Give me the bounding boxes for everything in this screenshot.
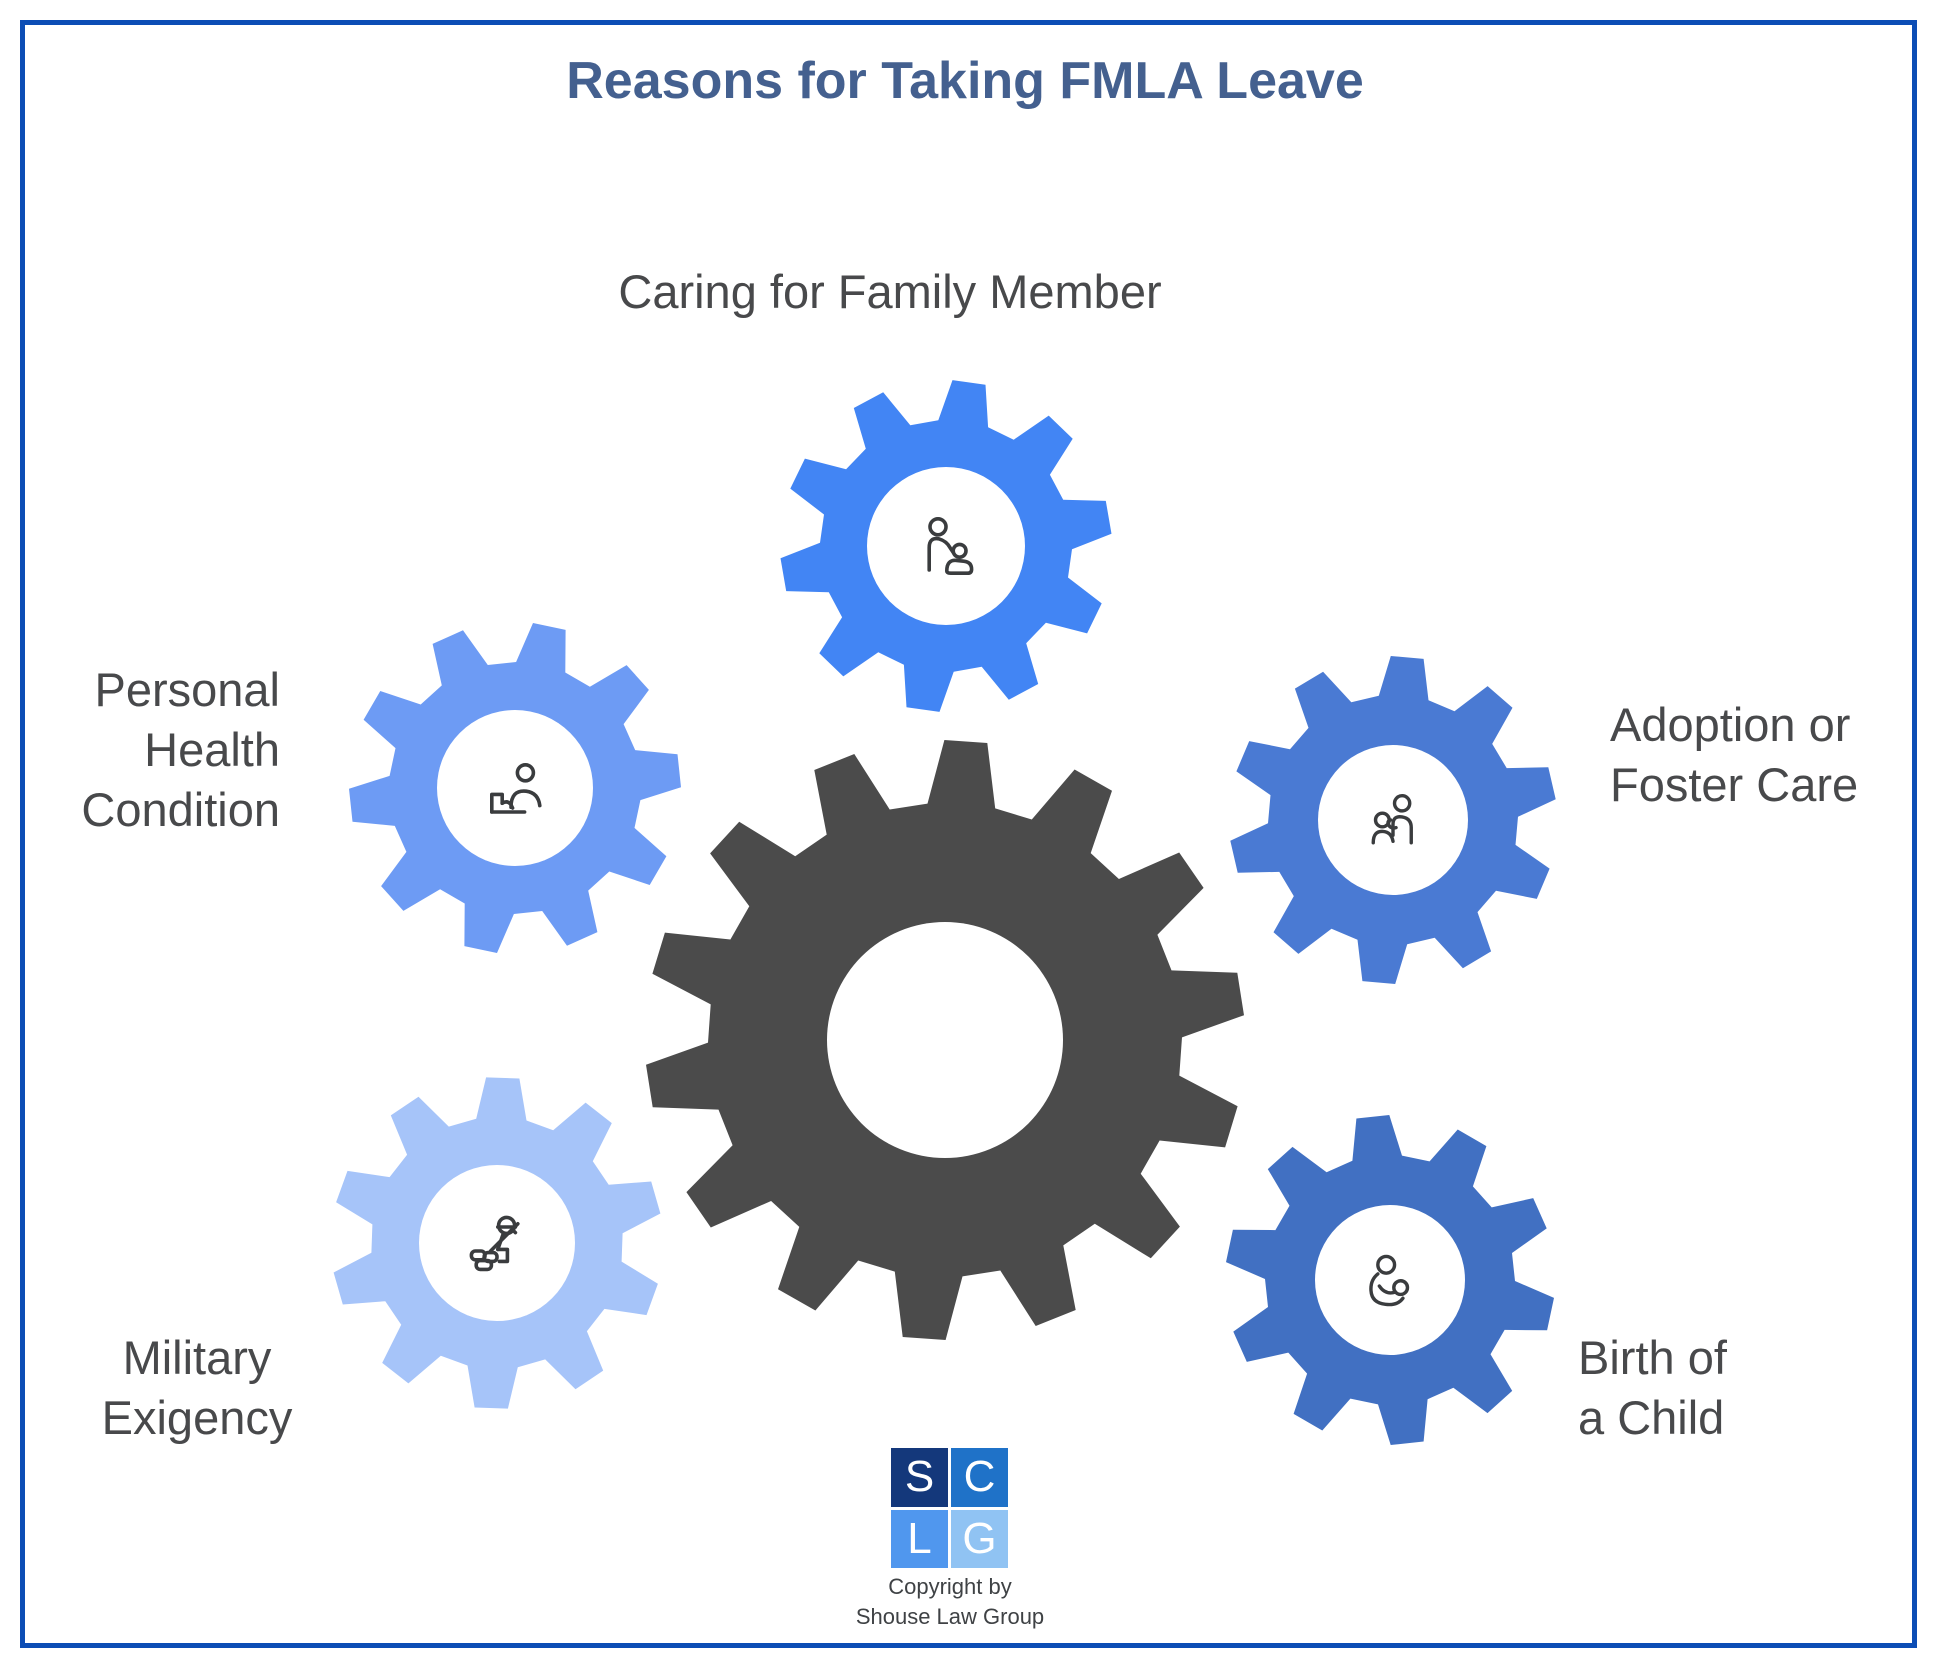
copyright-line-1: Copyright by bbox=[888, 1574, 1012, 1599]
military-gear bbox=[333, 1077, 661, 1409]
military-exigency-icon bbox=[469, 1215, 520, 1272]
copyright-line-2: Shouse Law Group bbox=[855, 1604, 1045, 1629]
center-gear bbox=[646, 740, 1244, 1340]
page-border bbox=[20, 20, 1917, 1648]
page-title: Reasons for Taking FMLA Leave bbox=[566, 52, 1364, 110]
adoption-foster-care-icon bbox=[1371, 793, 1413, 845]
center-gear-hole bbox=[827, 922, 1063, 1158]
adoption-gear bbox=[1230, 656, 1556, 984]
logo-cell-g: G bbox=[951, 1509, 1008, 1568]
caring-gear-hub bbox=[867, 467, 1025, 625]
logo-cell-l: L bbox=[891, 1509, 948, 1568]
birth-of-child-icon bbox=[1369, 1254, 1410, 1307]
birth-gear-hub bbox=[1315, 1205, 1465, 1355]
birth-gear bbox=[1226, 1115, 1554, 1445]
personal-health-gear-hub bbox=[437, 710, 593, 866]
label-caring-for-family: Caring for Family Member bbox=[618, 265, 1162, 318]
logo-cell-c: C bbox=[951, 1448, 1008, 1507]
caring-gear bbox=[780, 380, 1112, 712]
caring-for-family-icon bbox=[927, 517, 974, 576]
sclg-logo: S C L G bbox=[891, 1448, 1008, 1568]
copyright-text: Copyright by Shouse Law Group bbox=[856, 1572, 1044, 1632]
personal-health-icon bbox=[490, 763, 542, 814]
logo-cell-s: S bbox=[891, 1448, 948, 1507]
personal-health-gear bbox=[349, 623, 681, 953]
